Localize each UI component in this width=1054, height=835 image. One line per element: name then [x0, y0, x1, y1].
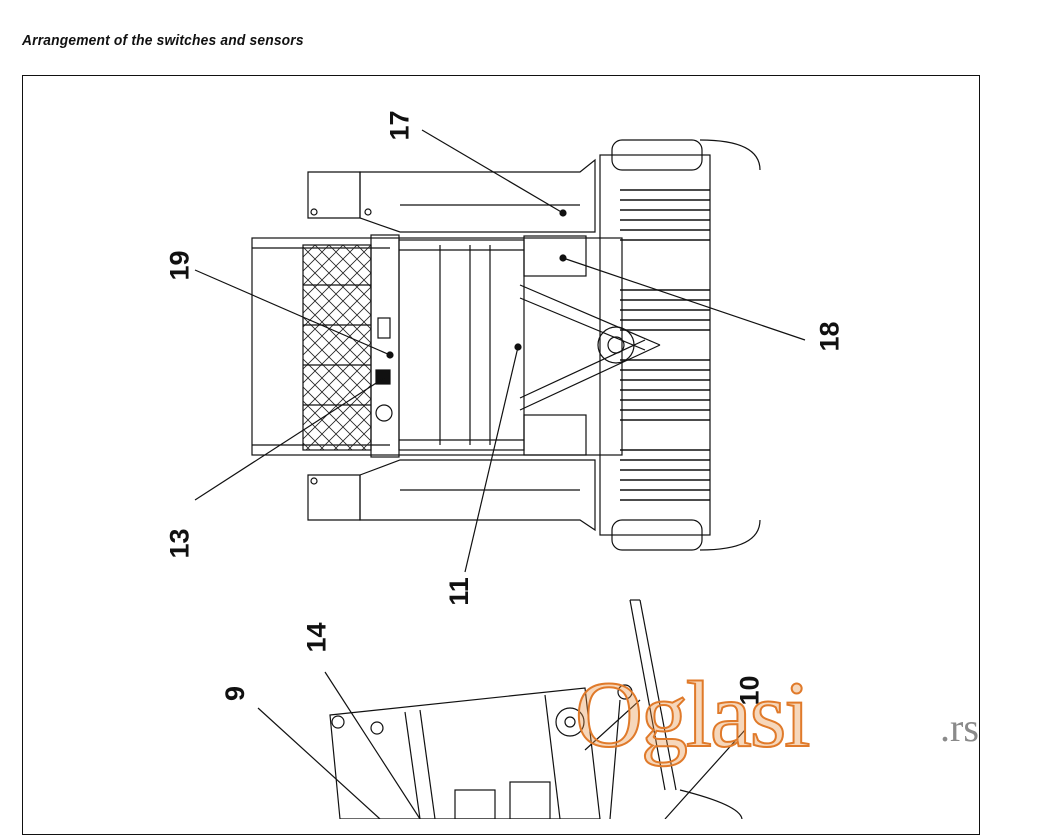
callout-14: 14 [301, 622, 332, 653]
callout-17: 17 [384, 110, 415, 141]
watermark-logo: Oglasi [574, 663, 811, 767]
callout-19: 19 [164, 250, 195, 281]
callout-11: 11 [443, 577, 474, 606]
callout-18: 18 [814, 321, 845, 352]
callout-9: 9 [220, 685, 251, 702]
page-title: Arrangement of the switches and sensors [22, 32, 304, 49]
callout-13: 13 [164, 528, 195, 559]
watermark-suffix: .rs [940, 705, 979, 750]
